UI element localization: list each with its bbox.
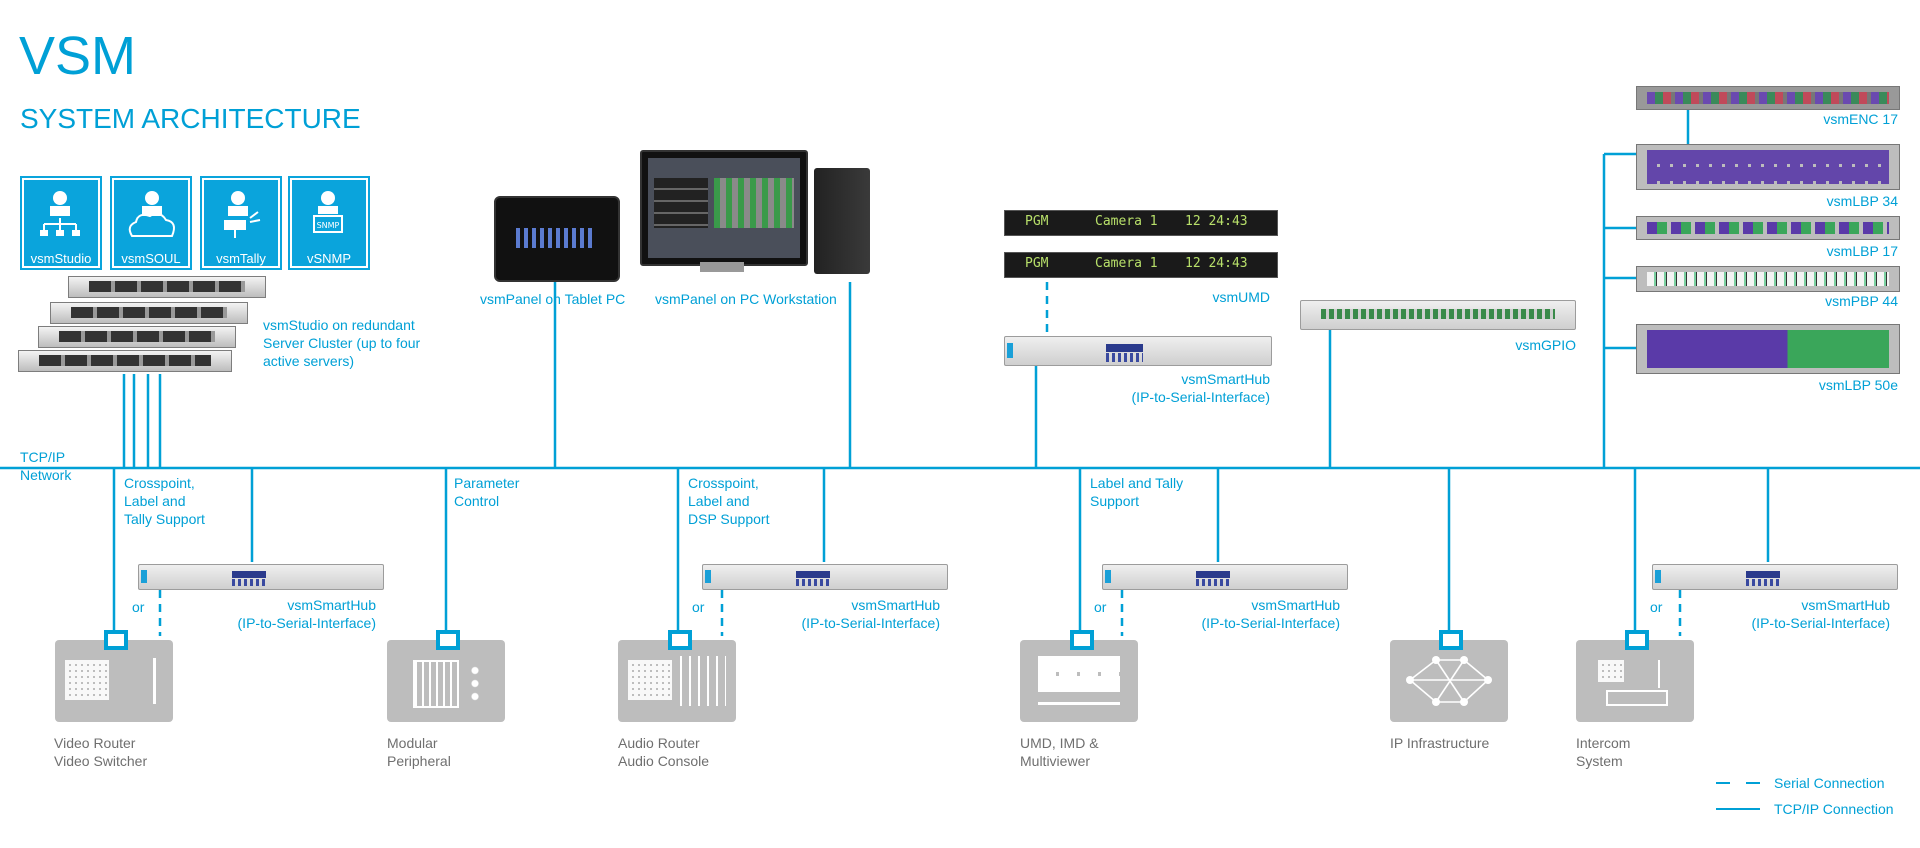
server-unit bbox=[18, 350, 232, 372]
network-label: TCP/IP Network bbox=[20, 449, 72, 483]
multiviewer-icon bbox=[1020, 640, 1138, 722]
device-label: vsmLBP 50e bbox=[1818, 377, 1898, 393]
smarthub-device bbox=[1004, 336, 1272, 366]
branch-label-2: Parameter Control bbox=[454, 475, 520, 509]
server-unit bbox=[50, 302, 248, 324]
intercom-icon bbox=[1576, 640, 1694, 722]
monitor-stand bbox=[700, 262, 744, 272]
endpoint-label: IP Infrastructure bbox=[1390, 735, 1490, 751]
tile-label: vSNMP bbox=[306, 251, 352, 266]
smarthub-device bbox=[138, 564, 384, 590]
audio-router-icon bbox=[618, 640, 736, 722]
user-cloud-icon bbox=[128, 191, 175, 237]
connector-port bbox=[436, 630, 460, 650]
tile-label: vsmSOUL bbox=[121, 251, 181, 266]
gpio-label: vsmGPIO bbox=[1515, 337, 1576, 353]
umd-pgm: PGM bbox=[1025, 214, 1049, 229]
workstation-monitor bbox=[640, 150, 808, 266]
page-subtitle: SYSTEM ARCHITECTURE bbox=[20, 103, 361, 134]
endpoint-label: Intercom System bbox=[1576, 735, 1631, 769]
ip-infrastructure-icon bbox=[1390, 640, 1508, 722]
enc-device bbox=[1636, 86, 1900, 110]
server-cluster-label: vsmStudio on redundant Server Cluster (u… bbox=[263, 317, 421, 369]
legend-tcpip-swatch bbox=[1716, 808, 1760, 810]
server-unit bbox=[38, 326, 236, 348]
branch-label-4: Label and Tally Support bbox=[1090, 475, 1184, 509]
endpoint-label: Modular Peripheral bbox=[387, 735, 451, 769]
page-title: VSM bbox=[19, 26, 137, 86]
connector-port bbox=[1070, 630, 1094, 650]
smarthub-label: vsmSmartHub (IP-to-Serial-Interface) bbox=[801, 597, 940, 631]
connector-port bbox=[104, 630, 128, 650]
svg-text:SNMP: SNMP bbox=[317, 221, 340, 230]
umd-camera: Camera 1 bbox=[1095, 256, 1158, 271]
device-label: vsmPBP 44 bbox=[1825, 293, 1898, 309]
device-label: vsmLBP 17 bbox=[1826, 243, 1898, 259]
umd-display: PGM Camera 1 12 24:43 bbox=[1004, 252, 1278, 278]
tile-label: vsmStudio bbox=[30, 251, 92, 266]
workstation-label: vsmPanel on PC Workstation bbox=[655, 291, 837, 307]
device-label: vsmLBP 34 bbox=[1826, 193, 1898, 209]
tablet-device bbox=[494, 196, 620, 282]
or-label: or bbox=[1094, 599, 1107, 615]
device-label: vsmENC 17 bbox=[1823, 111, 1898, 127]
pc-tower bbox=[814, 168, 870, 274]
pbp-44-device bbox=[1636, 266, 1900, 292]
or-label: or bbox=[1650, 599, 1663, 615]
legend-serial-swatch bbox=[1716, 782, 1760, 784]
tile-vsmsoul: vsmSOUL bbox=[110, 176, 192, 270]
tile-vsmstudio: vsmStudio bbox=[20, 176, 102, 270]
smarthub-device bbox=[702, 564, 948, 590]
endpoint-label: Audio Router Audio Console bbox=[618, 735, 710, 769]
smarthub-device bbox=[1102, 564, 1348, 590]
tile-label: vsmTally bbox=[216, 251, 266, 266]
lbp-50e-device bbox=[1636, 324, 1900, 374]
branch-label-1: Crosspoint, Label and Tally Support bbox=[124, 475, 205, 527]
tablet-label: vsmPanel on Tablet PC bbox=[480, 291, 626, 307]
smarthub-label: vsmSmartHub (IP-to-Serial-Interface) bbox=[1201, 597, 1340, 631]
smarthub-label: vsmSmartHub (IP-to-Serial-Interface) bbox=[1751, 597, 1890, 631]
smarthub-device bbox=[1652, 564, 1898, 590]
modular-peripheral-icon bbox=[387, 640, 505, 722]
endpoint-label: UMD, IMD & Multiviewer bbox=[1020, 735, 1099, 769]
umd-pgm: PGM bbox=[1025, 256, 1049, 271]
umd-camera: Camera 1 bbox=[1095, 214, 1158, 229]
server-unit bbox=[68, 276, 266, 298]
legend-serial-label: Serial Connection bbox=[1774, 775, 1885, 791]
smarthub-label: vsmSmartHub (IP-to-Serial-Interface) bbox=[237, 597, 376, 631]
network-mesh-icon bbox=[1406, 656, 1492, 706]
umd-time: 12 24:43 bbox=[1185, 214, 1248, 229]
user-network-icon bbox=[40, 191, 80, 236]
smarthub-label: vsmSmartHub (IP-to-Serial-Interface) bbox=[1131, 371, 1270, 405]
lbp-17-device bbox=[1636, 216, 1900, 240]
video-router-icon bbox=[55, 640, 173, 722]
or-label: or bbox=[132, 599, 145, 615]
endpoint-label: Video Router Video Switcher bbox=[54, 735, 148, 769]
user-camera-icon bbox=[224, 191, 261, 238]
connector-port bbox=[668, 630, 692, 650]
connector-port bbox=[1439, 630, 1463, 650]
umd-label: vsmUMD bbox=[1212, 289, 1270, 305]
or-label: or bbox=[692, 599, 705, 615]
user-snmp-icon: SNMP bbox=[313, 191, 343, 233]
tile-vsmtally: vsmTally bbox=[200, 176, 282, 270]
legend-tcpip-label: TCP/IP Connection bbox=[1774, 801, 1894, 817]
umd-time: 12 24:43 bbox=[1185, 256, 1248, 271]
branch-label-3: Crosspoint, Label and DSP Support bbox=[688, 475, 770, 527]
connector-port bbox=[1625, 630, 1649, 650]
tile-vsnmp: SNMP vSNMP bbox=[288, 176, 370, 270]
umd-display: PGM Camera 1 12 24:43 bbox=[1004, 210, 1278, 236]
lbp-34-device bbox=[1636, 144, 1900, 190]
gpio-device bbox=[1300, 300, 1576, 330]
